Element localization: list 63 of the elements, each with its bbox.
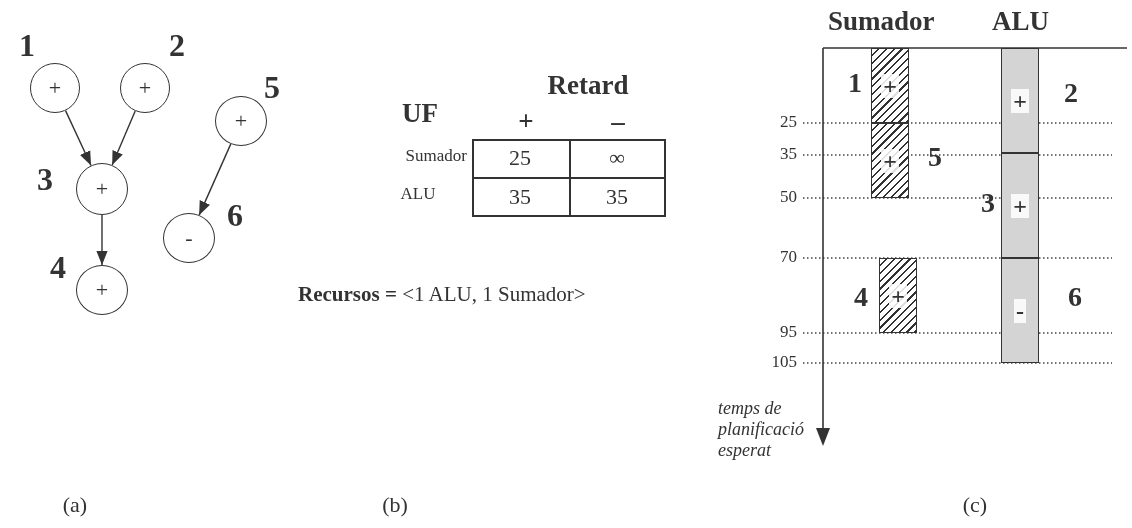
operation-number: 4 — [853, 282, 869, 312]
operation-number: 3 — [36, 162, 54, 196]
schedule-bar — [871, 123, 909, 198]
panel-caption: (c) — [961, 492, 989, 517]
operator-sign: + — [95, 177, 109, 201]
row-heading: Sumador — [404, 146, 467, 166]
operation-number: 5 — [263, 70, 281, 104]
operator-sign: + — [889, 283, 907, 308]
arrow — [96, 214, 108, 266]
operator-sign: + — [881, 148, 899, 173]
arrow — [64, 109, 92, 167]
axis-title: temps de planificació esperat — [718, 398, 805, 461]
time-tick: 70 — [779, 247, 797, 267]
operation-number: 2 — [1063, 78, 1079, 108]
operator-sign: + — [881, 73, 899, 98]
schedule-bar — [1001, 48, 1039, 153]
operator-sign: + — [48, 76, 62, 100]
panel-caption: (a) — [61, 492, 89, 517]
column-heading: Retard — [546, 70, 630, 100]
resources-text: Recursos = <1 ALU, 1 Sumador> — [298, 282, 587, 306]
table-cell-text: 35 — [508, 184, 532, 209]
operation-number: 6 — [1067, 282, 1083, 312]
operator-sign: + — [138, 76, 152, 100]
time-tick: 35 — [779, 144, 797, 164]
schedule-bar — [871, 48, 909, 123]
schedule-bar — [1001, 258, 1039, 363]
operation-circle — [120, 63, 170, 113]
panel-caption: (b) — [381, 492, 409, 517]
operation-circle — [76, 163, 128, 215]
table-cell-text: 25 — [508, 145, 532, 170]
operation-circle — [76, 265, 128, 315]
table-cell-text: ∞ — [608, 145, 626, 170]
column-heading: + — [517, 106, 535, 136]
time-tick: 25 — [779, 112, 797, 132]
arrow — [111, 110, 136, 166]
operation-number: 2 — [168, 28, 186, 62]
column-heading: Sumador — [828, 6, 936, 36]
arrow — [198, 143, 232, 216]
operator-sign: + — [1011, 193, 1029, 218]
operation-number: 5 — [927, 142, 943, 172]
operator-sign: + — [95, 278, 109, 302]
operator-sign: + — [1011, 88, 1029, 113]
column-heading: ALU — [992, 6, 1050, 36]
operation-number: 1 — [18, 28, 36, 62]
operation-number: 4 — [49, 250, 67, 284]
time-tick: 50 — [779, 187, 797, 207]
operator-sign: - — [1014, 298, 1026, 323]
table-cell-text: 35 — [605, 184, 629, 209]
operation-circle — [30, 63, 80, 113]
operation-circle — [215, 96, 267, 146]
operator-sign: + — [234, 109, 248, 133]
time-tick: 95 — [779, 322, 797, 342]
operation-number: 6 — [226, 198, 244, 232]
column-heading: – — [610, 106, 626, 136]
row-heading: ALU — [399, 184, 437, 204]
operator-sign: - — [185, 226, 193, 250]
operation-circle — [163, 213, 215, 263]
schedule-bar — [1001, 153, 1039, 258]
operation-number: 3 — [980, 188, 996, 218]
schedule-bar — [879, 258, 917, 333]
column-heading: UF — [401, 98, 439, 128]
operation-number: 1 — [847, 68, 863, 98]
time-tick: 105 — [770, 352, 797, 372]
